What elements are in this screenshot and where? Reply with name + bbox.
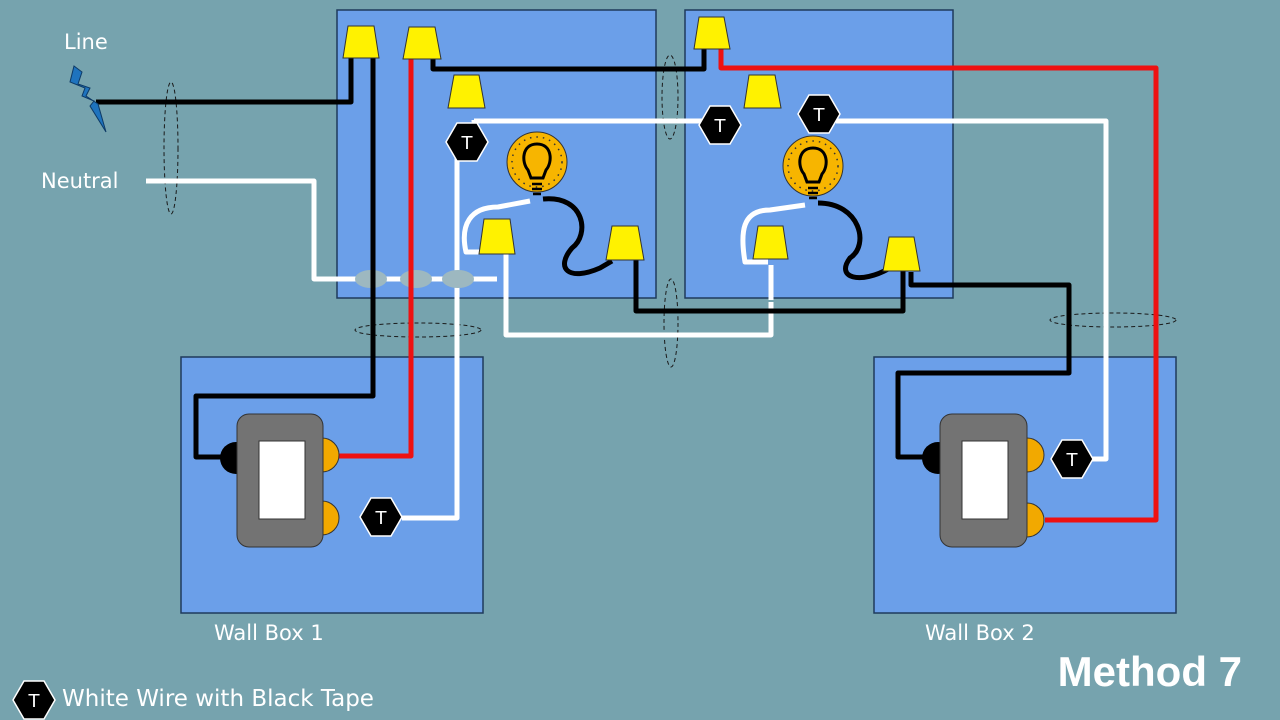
wire-nut: [478, 218, 516, 255]
switched-leg-bulb1: [542, 196, 614, 276]
tape-marker-letter: T: [714, 116, 727, 137]
taped-wire-wallbox1: [402, 145, 460, 521]
line-hot-wire: [96, 56, 354, 105]
tape-marker: T: [698, 105, 742, 145]
cable-ellipse-wallbox1: [354, 322, 482, 338]
wall-box-1-label: Wall Box 1: [214, 621, 324, 645]
bulb2-neutral-lead: [740, 202, 806, 265]
neutral-box1-to-box2: [503, 252, 774, 338]
red-traveler-wallbox1: [339, 56, 414, 459]
hot-to-wallbox1: [193, 56, 376, 460]
line-label: Line: [64, 30, 108, 54]
wire-nut: [402, 26, 442, 60]
switched-leg-bulb2: [817, 200, 892, 281]
neutral-label: Neutral: [41, 169, 119, 193]
light-bulb-icon: [782, 135, 844, 200]
wall-box-1: [180, 356, 484, 614]
tape-marker-letter: T: [461, 133, 474, 154]
tape-marker-letter: T: [813, 105, 826, 126]
tape-marker-letter: T: [1066, 450, 1079, 471]
cable-ellipse-between-boxes-bottom: [663, 278, 679, 368]
wire-nut: [882, 236, 921, 272]
lightning-bolt-icon: [69, 65, 107, 133]
wire-nut: [693, 16, 731, 50]
method-title: Method 7: [1057, 648, 1242, 695]
three-way-switch-2: [922, 413, 1045, 548]
tape-marker: T: [445, 122, 489, 162]
taped-wire-to-box2: [471, 118, 720, 124]
wire-nut: [605, 225, 645, 261]
black-box1-box2-bottom: [633, 258, 906, 314]
tape-marker: T: [1050, 439, 1094, 479]
legend-symbol: T: [28, 691, 41, 712]
three-way-switch-1: [220, 413, 340, 548]
taped-wire-wallbox2: [836, 118, 1109, 462]
tape-marker-letter: T: [375, 508, 388, 529]
bulb1-neutral-lead: [461, 198, 531, 255]
wire-nut: [342, 25, 380, 59]
wall-box-2-label: Wall Box 2: [925, 621, 1035, 645]
tape-marker: T: [359, 497, 403, 537]
wire-nut: [447, 74, 486, 109]
red-traveler-wallbox2: [718, 48, 1159, 523]
wire-nut: [743, 74, 782, 109]
tape-marker: T: [797, 94, 841, 134]
cable-ellipse-wallbox2: [1049, 312, 1177, 328]
light-bulb-icon: [506, 131, 568, 196]
black-box1-to-box2: [430, 46, 707, 72]
legend-tape-marker: T: [12, 680, 56, 720]
legend-text: White Wire with Black Tape: [62, 686, 374, 712]
cable-ellipse-between-boxes-top: [661, 54, 679, 140]
wire-nut: [752, 225, 789, 260]
black-to-wallbox2: [895, 272, 1072, 460]
cable-ellipse-line: [163, 81, 179, 215]
